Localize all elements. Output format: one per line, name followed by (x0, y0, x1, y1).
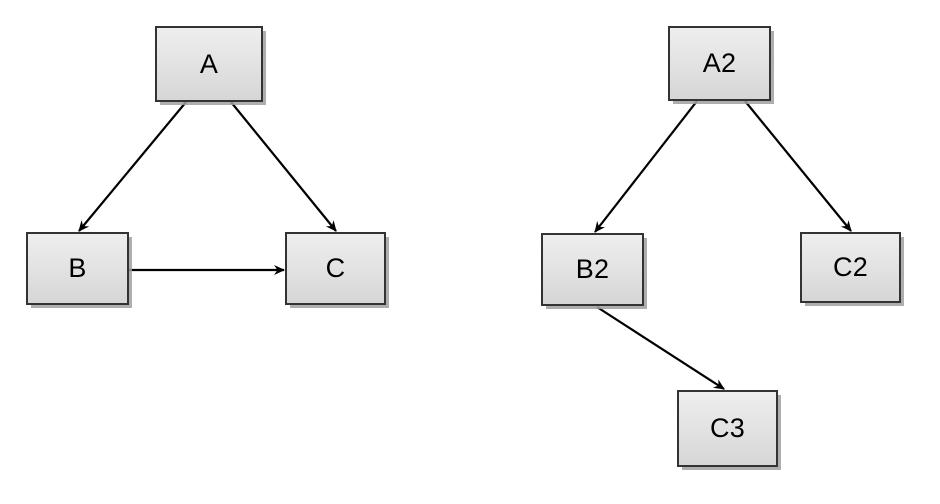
node-c[interactable]: C (285, 232, 386, 305)
node-label-c: C (325, 253, 346, 283)
node-c3[interactable]: C3 (677, 390, 778, 467)
node-label-a2: A2 (702, 48, 737, 78)
edge-a-c (230, 101, 337, 232)
node-b[interactable]: B (26, 232, 129, 305)
node-label-a: A (199, 48, 219, 79)
node-label-c2: C2 (833, 252, 868, 282)
node-c2[interactable]: C2 (800, 232, 901, 303)
node-label-c3: C3 (710, 413, 745, 443)
node-a[interactable]: A (155, 26, 263, 102)
edge-b2-c3 (596, 306, 725, 390)
node-b2[interactable]: B2 (541, 233, 644, 306)
edge-a2-c2 (744, 100, 852, 232)
node-label-b: B (68, 253, 87, 283)
node-a2[interactable]: A2 (668, 26, 771, 101)
edge-a-b (78, 101, 187, 232)
node-label-b2: B2 (575, 254, 610, 284)
edge-a2-b2 (594, 100, 698, 233)
